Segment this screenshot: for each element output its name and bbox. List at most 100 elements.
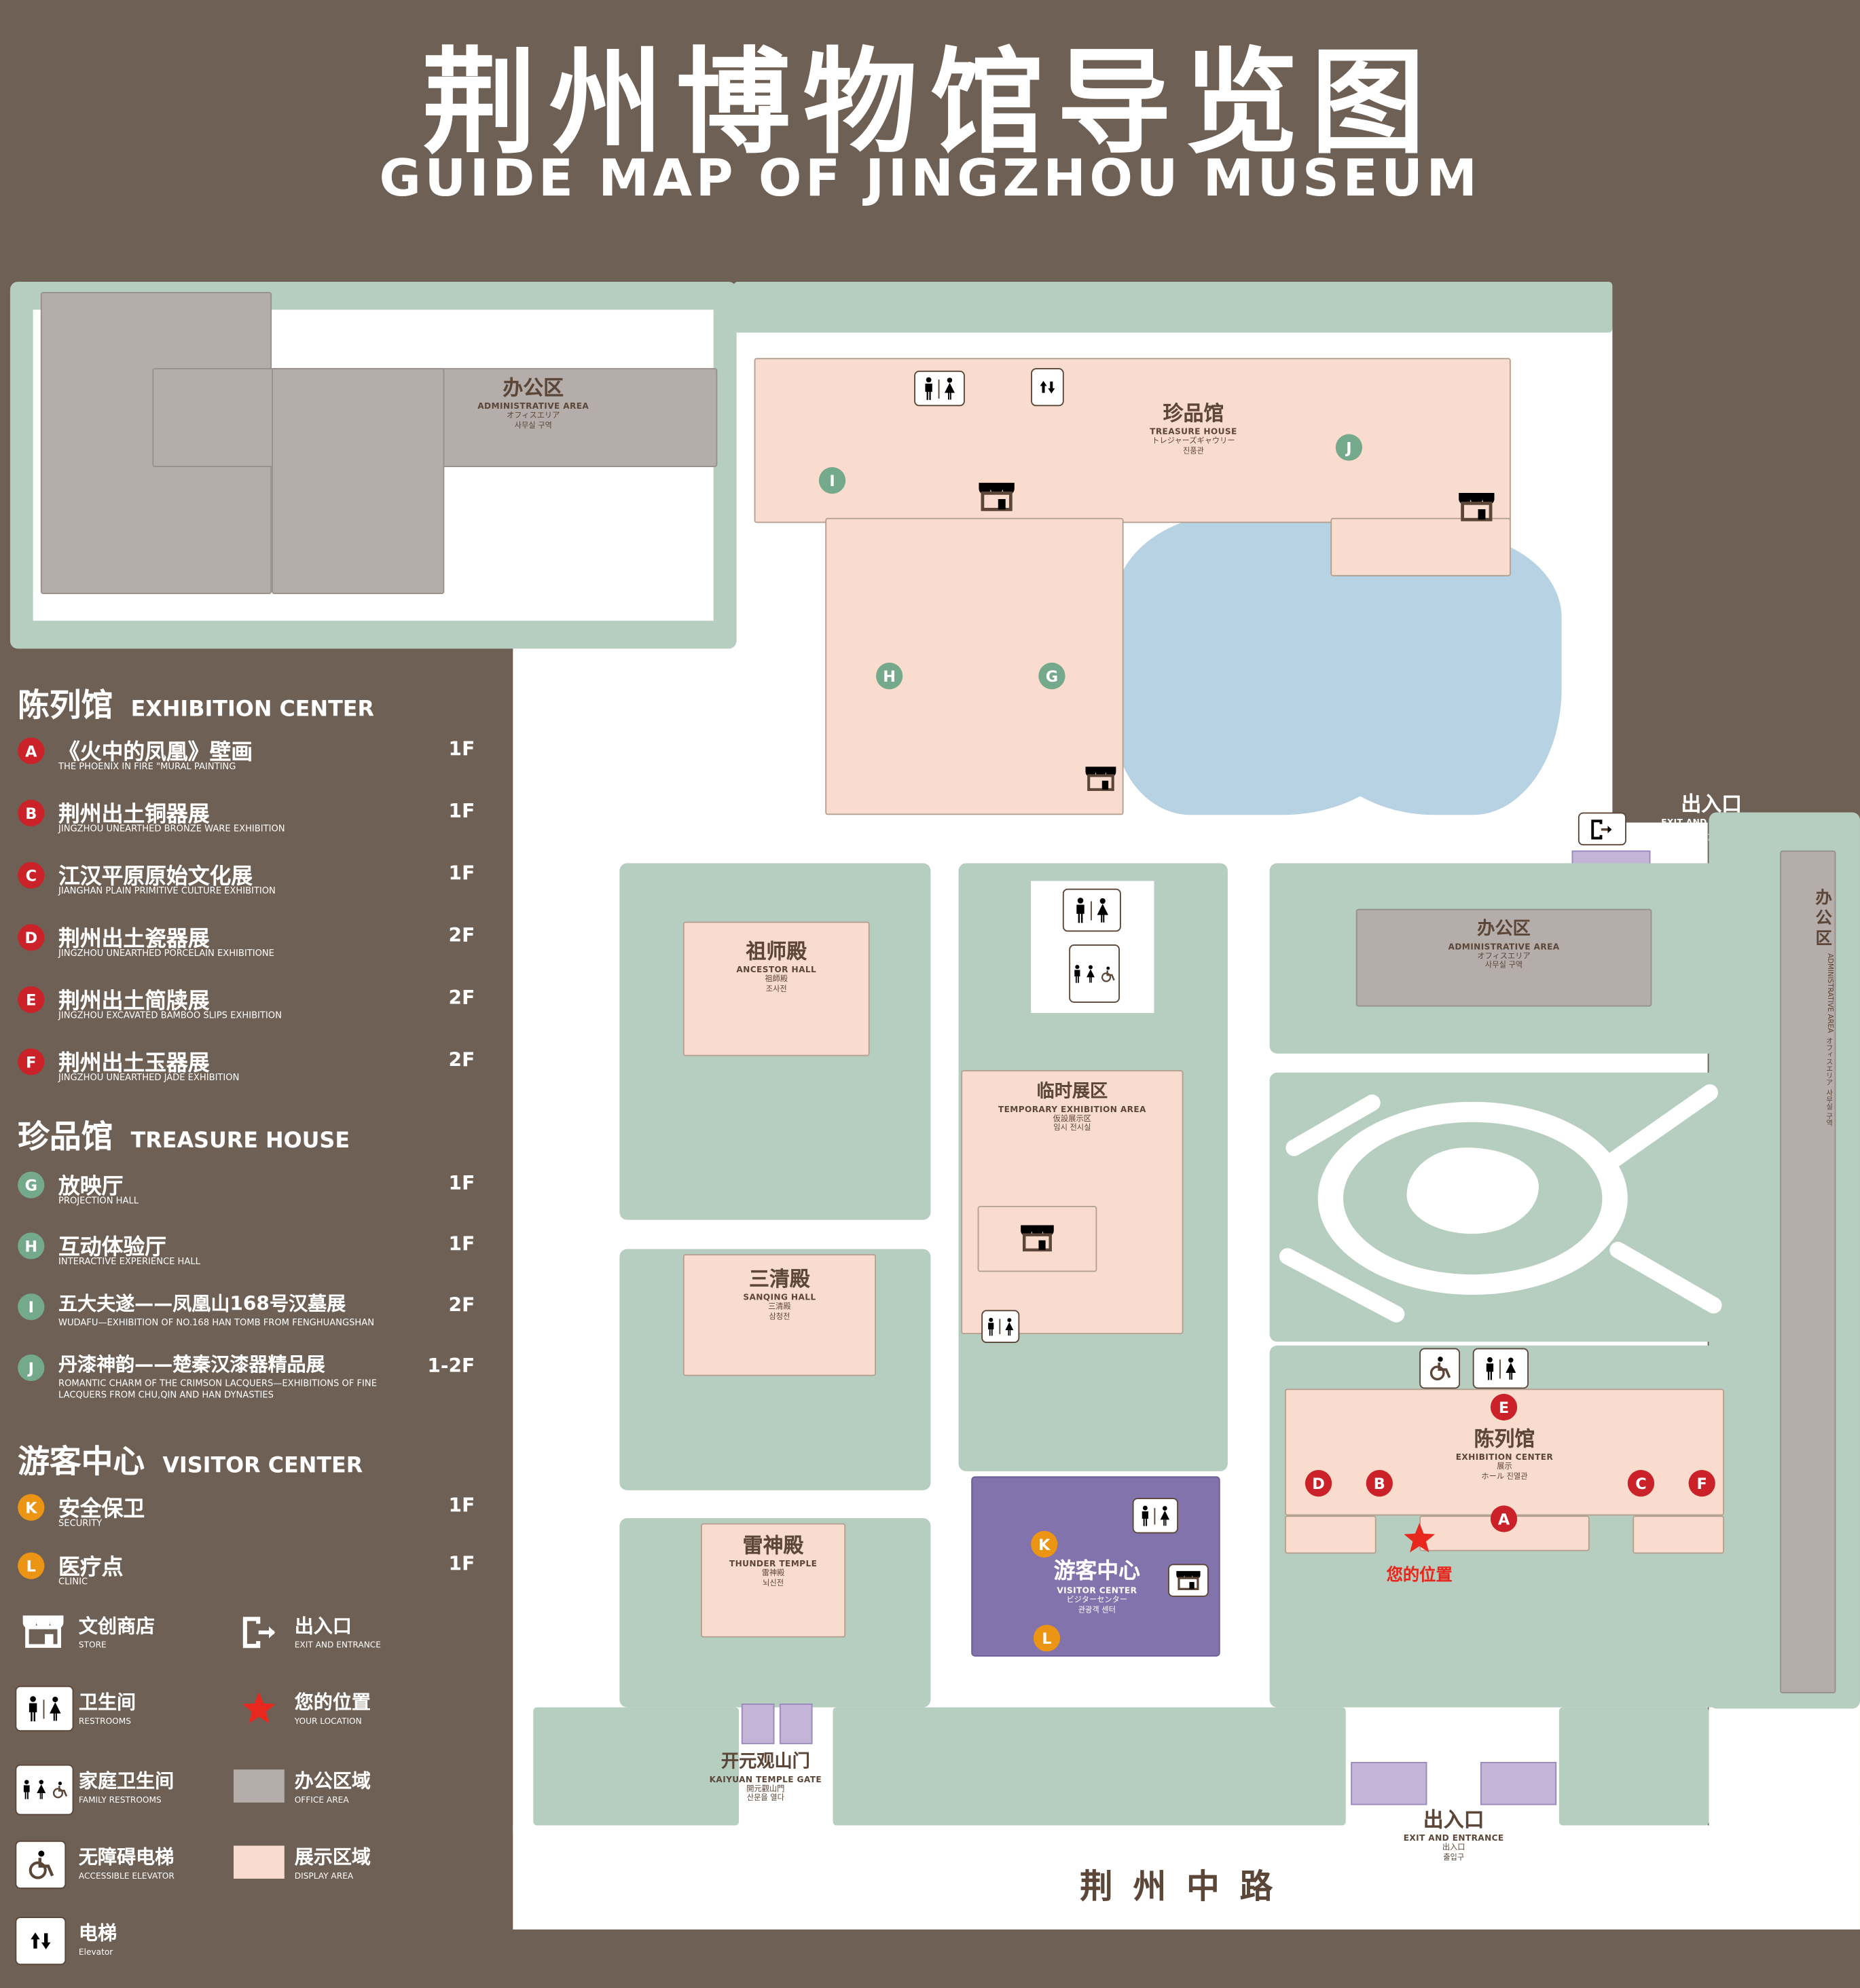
legend-item-name: 荆州出土简牍展 (58, 989, 210, 1014)
exit-icon (1578, 812, 1626, 846)
symbol-en: DISPLAY AREA (294, 1870, 354, 1881)
legend-item-desc: ROMANTIC CHARM OF THE CRIMSON LACQUERS—E… (58, 1378, 377, 1401)
legend-item-K: K 安全保卫 SECURITY 1F (18, 1493, 475, 1551)
legend-item-floor: 1F (448, 862, 475, 885)
admin-area-right-label: 办公区 ADMINISTRATIVE AREA オフィスエリア 사무실 구역 (1783, 889, 1834, 1651)
legend-item-A: A 《火中的凤凰》壁画 THE PHOENIX IN FIRE "MURAL P… (18, 736, 475, 794)
treasure-house-building (1330, 517, 1511, 576)
label-zh: 办公区 (1477, 919, 1531, 940)
label-en: ADMINISTRATIVE AREA (477, 401, 589, 411)
treasure-house-building (754, 358, 1511, 523)
label-zh: 祖师殿 (746, 939, 807, 964)
legend-item-name: 江汉平原原始文化展 (58, 864, 253, 890)
legend-badge: F (18, 1048, 45, 1075)
label-jp: オフィスエリア (507, 411, 560, 421)
legend-item-name: 荆州出土玉器展 (58, 1051, 210, 1077)
map-marker-I: I (818, 467, 846, 494)
map-marker-D: D (1305, 1469, 1332, 1497)
symbol-zh: 卫生间 (78, 1691, 136, 1714)
legend-item-F: F 荆州出土玉器展 JINGZHOU UNEARTHED JADE EXHIBI… (18, 1047, 475, 1105)
green-area (533, 1707, 740, 1826)
temporary-exhibition-building (961, 1070, 1184, 1334)
legend-symbol-restrooms: 卫生间 RESTROOMS (79, 1691, 136, 1726)
map-marker-H: H (876, 662, 903, 690)
store-building (977, 1206, 1097, 1272)
your-location-label: 您的位置 (1368, 1566, 1470, 1587)
map-marker-A: A (1490, 1505, 1518, 1532)
section-title-zh: 游客中心 (18, 1443, 145, 1480)
legend-item-B: B 荆州出土铜器展 JINGZHOU UNEARTHED BRONZE WARE… (18, 798, 475, 857)
label-en: TEMPORARY EXHIBITION AREA (998, 1103, 1146, 1114)
label-zh: 办公区 (1811, 888, 1831, 950)
legend-item-name: 互动体验厅 (58, 1235, 166, 1261)
label-en: VISITOR CENTER (1057, 1585, 1137, 1596)
restroom-icon (981, 1310, 1020, 1344)
label-kr: 사무실 구역 (1484, 961, 1523, 970)
ancestor-hall-building (682, 921, 870, 1056)
label-en: KAIYUAN TEMPLE GATE (709, 1773, 822, 1784)
label-jp: 雷神殿 (761, 1569, 785, 1579)
page-title: 荆州博物馆导览图 (422, 37, 1438, 170)
store-icon (975, 480, 1019, 515)
legend-item-floor: 1F (448, 799, 475, 823)
label-kr: 삼청전 (769, 1312, 790, 1321)
store-icon (1168, 1564, 1209, 1597)
symbol-zh: 展示区域 (294, 1845, 371, 1869)
admin-building-mid (1355, 908, 1652, 1007)
symbol-en: FAMILY RESTROOMS (78, 1794, 162, 1805)
legend-item-name: 医疗点 (58, 1555, 124, 1581)
label-jp: ビジターセンター (1066, 1596, 1128, 1605)
legend-badge: J (18, 1354, 45, 1382)
legend-item-floor: 2F (448, 1048, 475, 1071)
road-label: 荆州中路 (1080, 1869, 1294, 1907)
label-zh: 出入口 (1681, 792, 1743, 817)
label-en: ADMINISTRATIVE AREA (1825, 953, 1834, 1033)
map-marker-C: C (1627, 1469, 1655, 1497)
store-icon (1082, 764, 1120, 794)
label-kr: 출입구 (1443, 1852, 1465, 1862)
label-jp: 祖師殿 (765, 975, 788, 984)
symbol-zh: 您的位置 (294, 1691, 371, 1714)
legend-item-name: 荆州出土瓷器展 (58, 926, 210, 953)
legend-item-desc: THE PHOENIX IN FIRE "MURAL PAINTING (58, 761, 236, 772)
restroom-icon (1062, 888, 1121, 932)
restroom-icon (914, 370, 965, 407)
map-marker-B: B (1366, 1469, 1393, 1497)
label-jp: 仮設展示区 (1053, 1113, 1091, 1123)
location-star-icon (236, 1686, 282, 1731)
kaiyuan-gate-label: 开元观山门 KAIYUAN TEMPLE GATE 開元觀山門 산문을 열다 (670, 1752, 860, 1803)
admin-area-top-label: 办公区 ADMINISTRATIVE AREA オフィスエリア 사무실 구역 (419, 375, 648, 430)
symbol-zh: 家庭卫生间 (78, 1769, 175, 1792)
label-zh: 临时展区 (1036, 1081, 1108, 1102)
label-jp: オフィスエリア (1824, 1036, 1832, 1086)
legend-item-floor: 1F (448, 1232, 475, 1256)
gate-marker (741, 1704, 775, 1744)
store-icon (1017, 1222, 1058, 1255)
restroom-icon (15, 1685, 74, 1732)
legend-item-name: 丹漆神韵——楚秦汉漆器精品展 (58, 1352, 325, 1376)
label-en: ANCESTOR HALL (736, 964, 817, 975)
legend-section-treasure-house: 珍品馆 TREASURE HOUSE (18, 1112, 350, 1158)
legend-item-floor: 1F (448, 1171, 475, 1195)
legend-item-floor: 1F (448, 1494, 475, 1517)
legend-item-C: C 江汉平原原始文化展 JIANGHAN PLAIN PRIMITIVE CUL… (18, 861, 475, 919)
legend-item-name: 《火中的凤凰》壁画 (58, 739, 253, 766)
legend-item-desc: CLINIC (58, 1577, 88, 1587)
legend-item-J: J 丹漆神韵——楚秦汉漆器精品展 ROMANTIC CHARM OF THE C… (18, 1353, 475, 1432)
legend-badge: I (18, 1293, 45, 1321)
legend-badge: K (18, 1494, 45, 1521)
legend-item-floor: 1F (448, 1552, 475, 1576)
restroom-icon (1132, 1498, 1178, 1534)
legend-symbol-office-area: 办公区域 OFFICE AREA (295, 1769, 371, 1805)
label-jp: 三清殿 (768, 1302, 791, 1312)
section-title-zh: 陈列馆 (18, 686, 113, 724)
section-title-zh: 珍品馆 (18, 1118, 113, 1156)
visitor-center-label: 游客中心 VISITOR CENTER ビジターセンター 관광객 센터 (1000, 1559, 1193, 1615)
page-subtitle: GUIDE MAP OF JINGZHOU MUSEUM (379, 149, 1481, 208)
garden-pond (1406, 1147, 1539, 1234)
green-area (733, 282, 1613, 333)
admin-area-mid-label: 办公区 ADMINISTRATIVE AREA オフィスエリア 사무실 구역 (1356, 919, 1652, 971)
elevator-icon (1031, 368, 1064, 407)
legend-item-I: I 五大夫遂——凤凰山168号汉墓展 WUDAFU—EXHIBITION OF … (18, 1292, 475, 1350)
legend-symbol-store: 文创商店 STORE (79, 1615, 155, 1650)
